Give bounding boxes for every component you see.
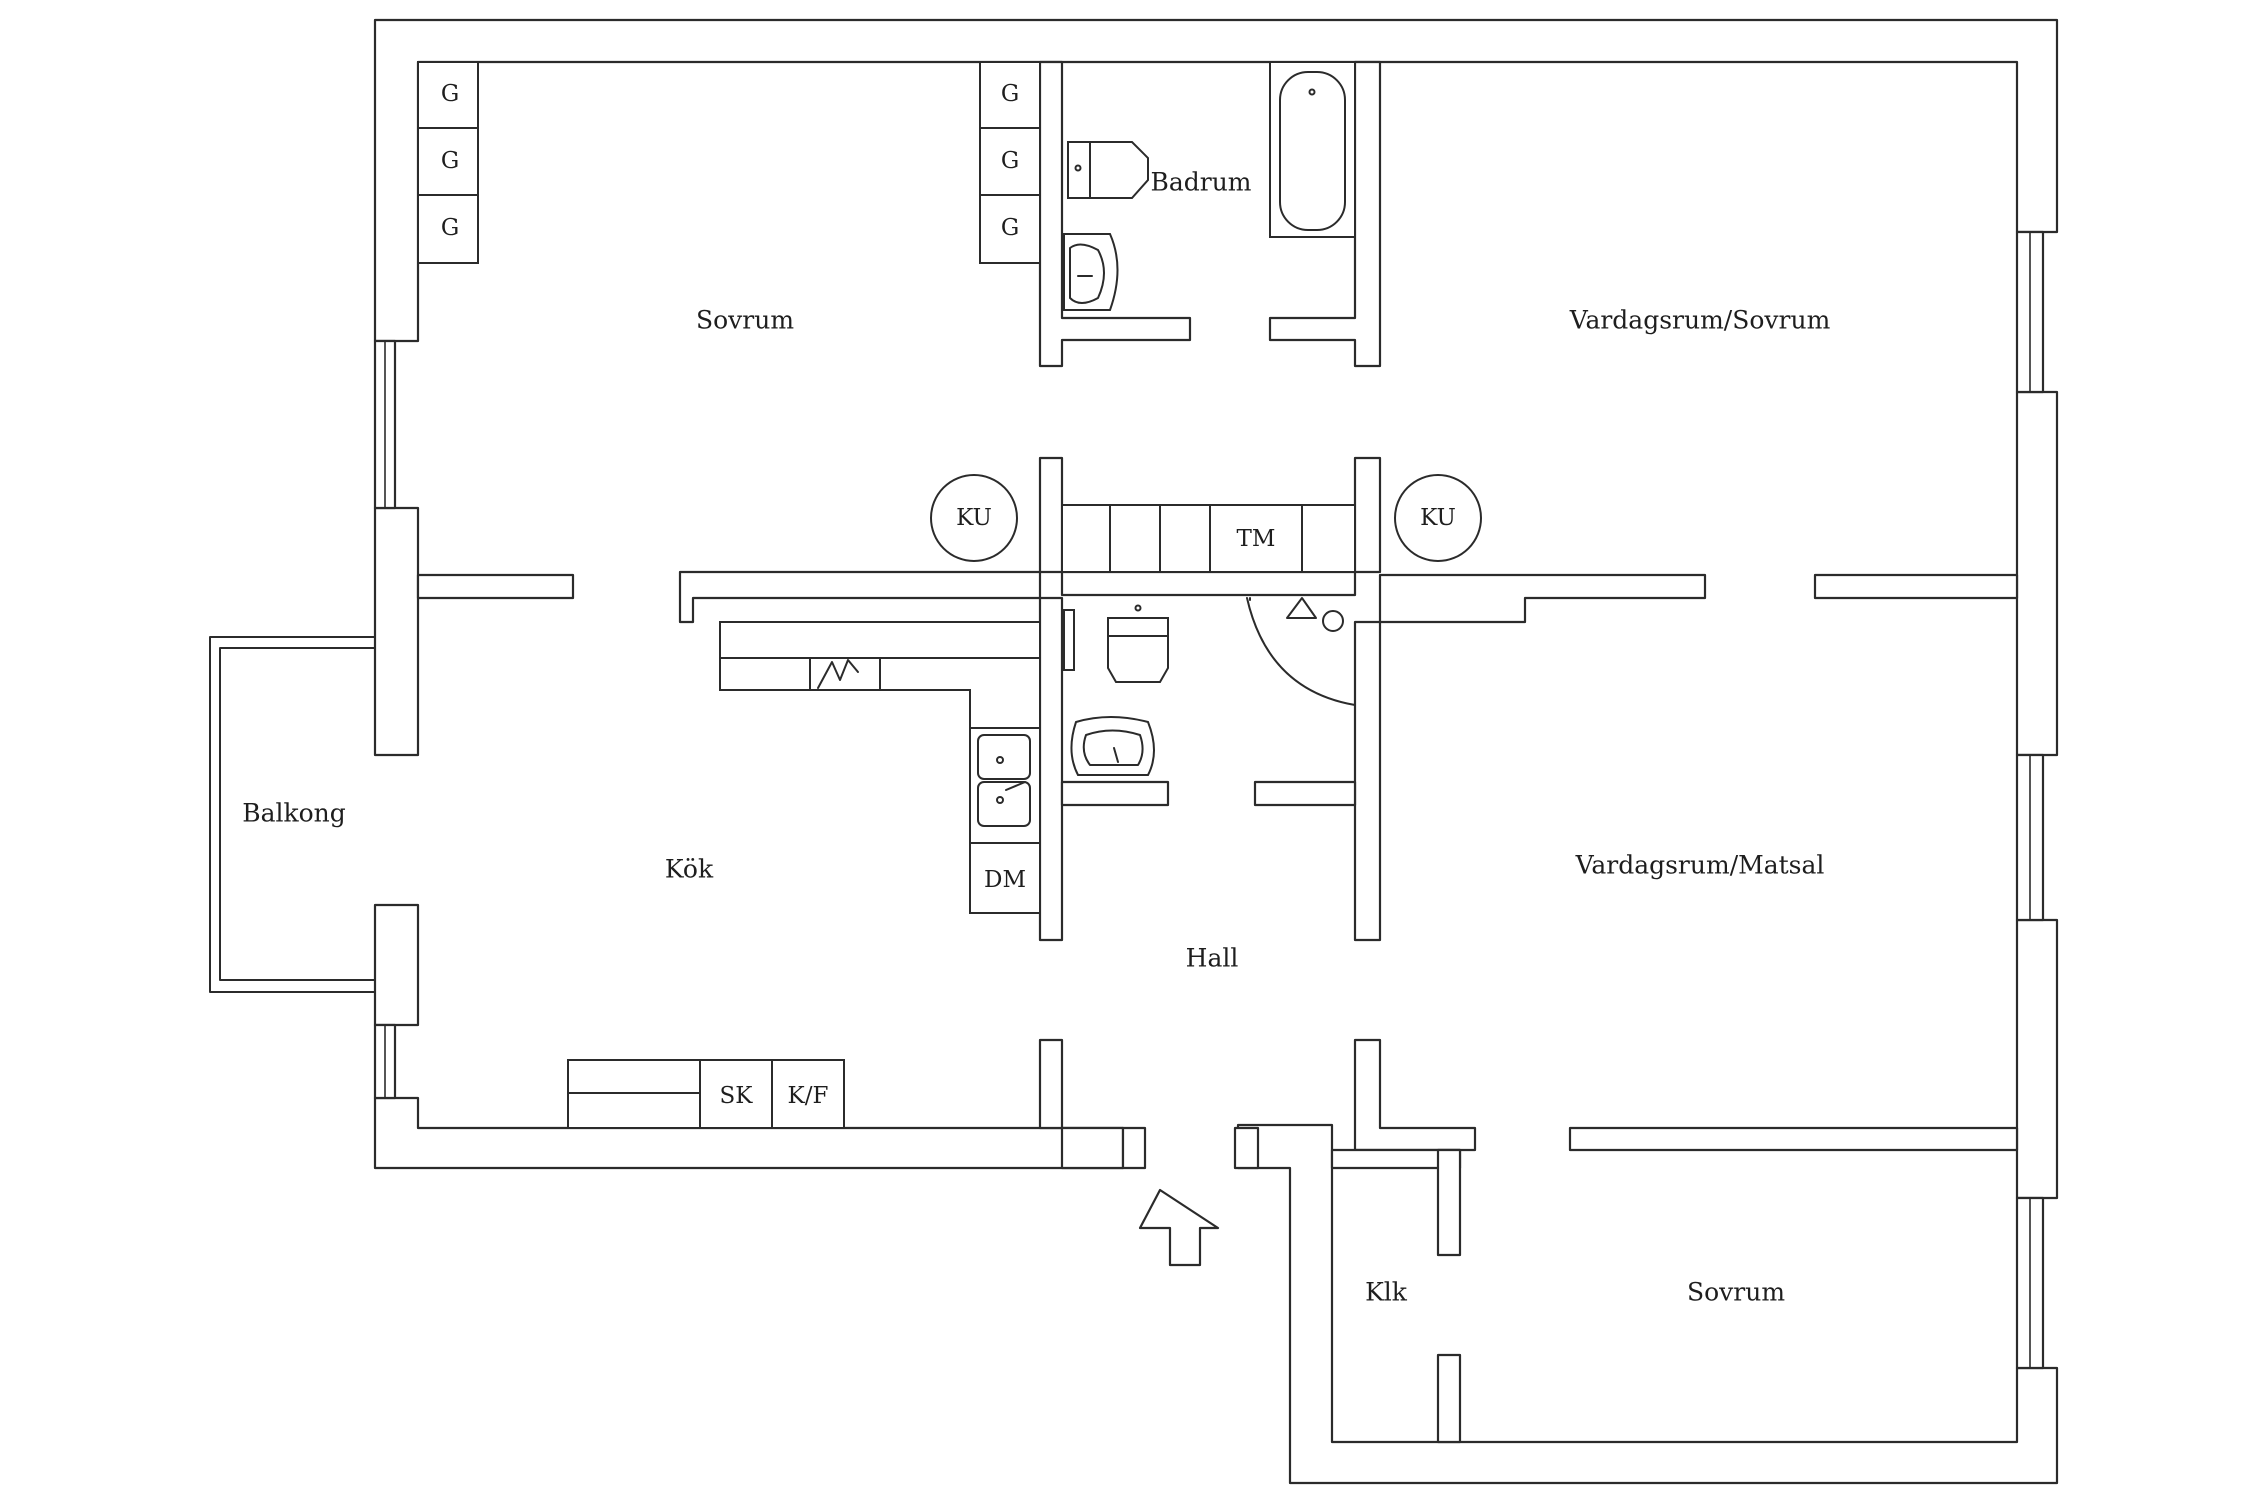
room-label-badrum: Badrum xyxy=(1150,168,1251,197)
cabinet-label: SK xyxy=(720,1083,754,1109)
room-label-vardagsrum-sovrum: Vardagsrum/Sovrum xyxy=(1569,306,1831,335)
kitchen-counter-top xyxy=(719,621,1041,729)
tiled-stove-label: KU xyxy=(1420,505,1456,531)
tiled-stove-left xyxy=(930,474,1018,562)
kitchen-counter-bottom xyxy=(567,1059,845,1129)
wardrobe-label: G xyxy=(1001,148,1019,174)
entrance-arrow-icon xyxy=(1138,1188,1220,1267)
kitchen-sink xyxy=(969,727,1041,844)
toilet-wc xyxy=(1063,604,1169,683)
balcony xyxy=(209,636,376,993)
room-label-hall: Hall xyxy=(1186,944,1239,973)
tiled-stove-label: KU xyxy=(956,505,992,531)
room-label-balkong: Balkong xyxy=(242,799,346,828)
laundry-cabinets xyxy=(1061,504,1356,573)
dishwasher-label: DM xyxy=(984,867,1026,893)
wardrobe-label: G xyxy=(1001,215,1019,241)
washer-label: TM xyxy=(1237,526,1276,552)
wardrobes-left xyxy=(417,61,479,264)
room-label-sovrum-top: Sovrum xyxy=(696,306,794,335)
wardrobe-label: G xyxy=(441,81,459,107)
sink-wc xyxy=(1070,716,1155,776)
tiled-stove-right xyxy=(1394,474,1482,562)
toilet-bathroom xyxy=(1067,141,1149,199)
wardrobe-label: G xyxy=(441,215,459,241)
wardrobe-label: G xyxy=(1001,81,1019,107)
fridge-freezer-label: K/F xyxy=(788,1083,829,1109)
room-label-kok: Kök xyxy=(665,855,714,884)
windows xyxy=(373,230,2045,1370)
room-label-sovrum-bottom: Sovrum xyxy=(1687,1278,1785,1307)
wardrobes-right xyxy=(979,61,1041,264)
wardrobe-label: G xyxy=(441,148,459,174)
interior-walls xyxy=(416,60,2019,1444)
bathtub xyxy=(1269,61,1356,238)
wc-door-swing xyxy=(1246,597,1356,706)
room-label-klk: Klk xyxy=(1365,1278,1408,1307)
sink-bathroom xyxy=(1063,233,1119,311)
exterior-walls xyxy=(373,18,2059,1485)
room-label-vardagsrum-matsal: Vardagsrum/Matsal xyxy=(1575,851,1825,880)
dishwasher xyxy=(969,842,1041,914)
